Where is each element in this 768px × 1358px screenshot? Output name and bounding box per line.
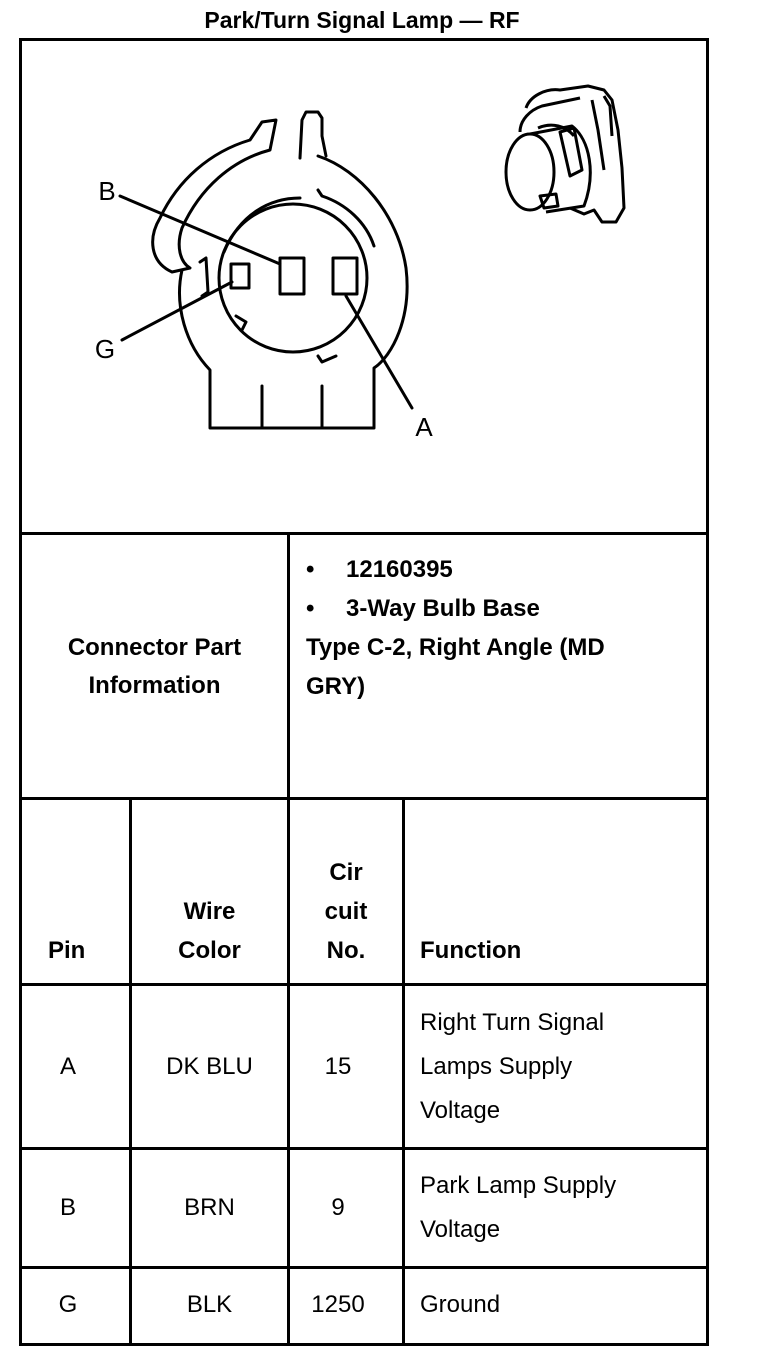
header-wire-label-1: Wire xyxy=(183,898,236,925)
function-line: Voltage xyxy=(420,1096,501,1124)
connector-type-line1: Type C-2, Right Angle (MD xyxy=(306,634,605,661)
cell-function: Park Lamp Supply Voltage xyxy=(420,1150,700,1266)
header-circuit-label-1: Cir xyxy=(329,859,363,886)
connector-diagram: B G A xyxy=(22,41,703,532)
header-wire-label-2: Color xyxy=(178,937,241,964)
base-type: 3-Way Bulb Base xyxy=(346,595,540,622)
divider-col-pin xyxy=(129,797,132,1343)
connector-perspective-icon xyxy=(504,84,626,224)
cell-pin: A xyxy=(59,1052,76,1080)
function-line: Lamps Supply xyxy=(420,1052,573,1080)
header-circuit: Cir cuit No. xyxy=(290,800,402,970)
cell-function: Right Turn Signal Lamps Supply Voltage xyxy=(420,986,700,1147)
divider-row-b xyxy=(19,1266,706,1269)
divider-diagram xyxy=(19,532,706,535)
cell-function: Ground xyxy=(420,1269,700,1340)
header-function: Function xyxy=(420,800,700,970)
pin-label-b: B xyxy=(98,176,115,206)
divider-table-header xyxy=(19,983,706,986)
connector-info-label-line1: Connector Part xyxy=(67,634,242,661)
cell-circuit: 15 xyxy=(324,1052,352,1080)
function-line: Park Lamp Supply xyxy=(420,1172,617,1199)
header-pin-label: Pin xyxy=(48,937,86,964)
connector-info-label-line2: Information xyxy=(88,672,221,699)
header-wire-color: Wire Color xyxy=(132,800,287,970)
header-function-label: Function xyxy=(420,937,522,964)
divider-row-a xyxy=(19,1147,706,1150)
cell-pin: B xyxy=(59,1194,76,1221)
function-line: Voltage xyxy=(420,1216,501,1243)
bullet-icon: • xyxy=(306,595,315,622)
header-circuit-label-2: cuit xyxy=(324,898,368,925)
function-line: Right Turn Signal xyxy=(420,1008,605,1036)
header-pin: Pin xyxy=(22,800,129,970)
header-circuit-label-3: No. xyxy=(326,937,366,964)
connector-info-label: Connector Part Information xyxy=(22,537,287,797)
divider-col-circuit xyxy=(402,797,405,1343)
divider-connector-col xyxy=(287,532,290,800)
connector-info-details: • 12160395 • 3-Way Bulb Base Type C-2, R… xyxy=(306,550,696,706)
cell-wire-color: BLK xyxy=(186,1290,233,1318)
list-item: • 12160395 xyxy=(306,550,696,589)
pin-label-g: G xyxy=(95,334,115,364)
cell-circuit: 1250 xyxy=(311,1290,365,1318)
page-title: Park/Turn Signal Lamp — RF xyxy=(204,7,520,33)
bullet-icon: • xyxy=(306,556,315,583)
connector-face-icon: B G A xyxy=(95,84,626,442)
connector-type-line2: GRY) xyxy=(306,673,366,700)
divider-col-wire xyxy=(287,797,290,1343)
list-item: • 3-Way Bulb Base xyxy=(306,589,696,628)
document-frame xyxy=(19,38,709,1346)
pin-label-a: A xyxy=(415,412,433,442)
cell-circuit: 9 xyxy=(331,1194,345,1221)
function-line: Ground xyxy=(420,1290,501,1318)
part-number: 12160395 xyxy=(346,556,453,583)
divider-connector-info xyxy=(19,797,706,800)
cell-wire-color: BRN xyxy=(184,1194,235,1221)
cell-pin: G xyxy=(58,1290,78,1318)
cell-wire-color: DK BLU xyxy=(166,1052,253,1080)
